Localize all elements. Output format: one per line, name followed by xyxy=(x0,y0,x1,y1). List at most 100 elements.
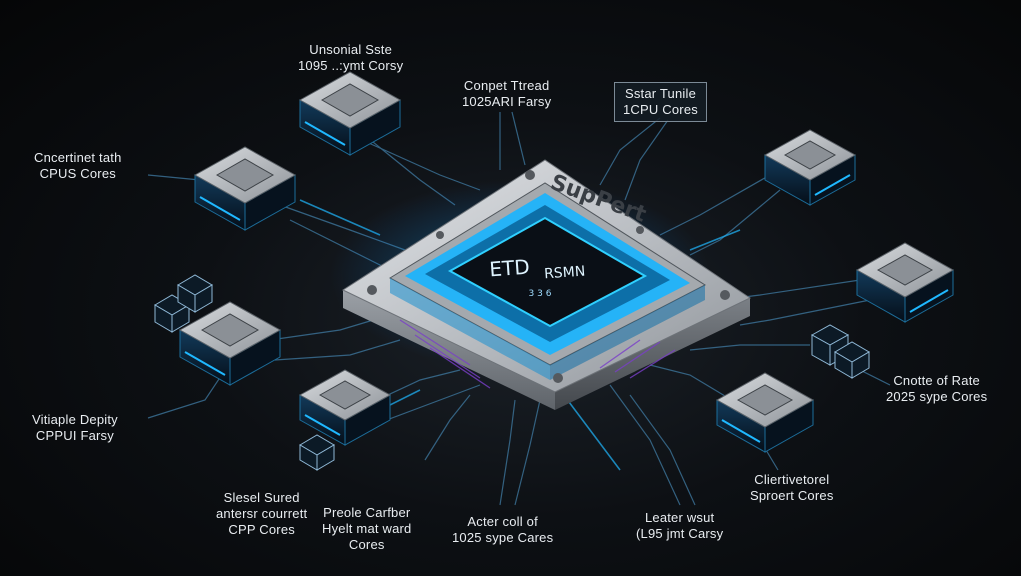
pin-trace xyxy=(629,349,676,379)
trace xyxy=(609,384,681,506)
label-line: Cliertivetorel xyxy=(754,472,830,487)
central-chip: SupPert ETD RSMN 3 3 6 xyxy=(330,159,752,410)
module-inset xyxy=(200,313,260,347)
label-line: Sproert Cores xyxy=(750,488,834,503)
label-top-center: Conpet Ttread 1025ARI Farsy xyxy=(462,78,551,110)
label-line: Cnotte of Rate xyxy=(893,373,980,388)
small-cube-left xyxy=(154,274,213,333)
label-line: 1095 ..:ymt Corsy xyxy=(298,58,404,73)
label-line: 1025 sype Cares xyxy=(452,530,554,545)
label-line: (L95 jmt Carsy xyxy=(636,526,724,541)
small-cube-bottom-left xyxy=(299,434,335,471)
screw xyxy=(436,231,444,239)
module-glow xyxy=(909,289,949,313)
label-line: 1025ARI Farsy xyxy=(462,94,552,109)
label-top-left: Unsonial Sste 1095 ..:ymt Corsy xyxy=(298,42,403,74)
chip-band-left xyxy=(390,278,550,380)
label-line: Cores xyxy=(348,537,385,552)
core-module-right-middle xyxy=(855,242,955,323)
label-right-upper: Cnotte of Rate 2025 sype Cores xyxy=(886,373,987,405)
screw xyxy=(720,290,730,300)
core-module-top-left xyxy=(298,71,402,156)
trace xyxy=(624,119,669,201)
core-module-left-upper xyxy=(193,146,297,231)
module-inset xyxy=(736,384,794,416)
cube-face xyxy=(171,304,190,333)
pin-trace xyxy=(429,347,491,389)
chip-plate-side-right xyxy=(555,298,750,410)
trace xyxy=(147,369,226,419)
label-bottom-center-left: Preole Carfber Hyelt mat ward Cores xyxy=(322,505,412,553)
label-left-lower: Vitiaple Depity CPPUI Farsy xyxy=(32,412,118,444)
small-cube-right xyxy=(810,324,870,379)
cube-face xyxy=(851,351,870,379)
label-bottom-right: Leater wsut (L95 jmt Carsy xyxy=(636,510,723,542)
module-inset xyxy=(320,83,380,117)
chip-die xyxy=(447,216,648,328)
core-module-left-lower xyxy=(178,301,282,386)
pin-trace xyxy=(414,334,481,379)
label-line: Hyelt mat ward xyxy=(322,521,412,536)
die-label: ETD xyxy=(489,255,531,282)
module-inset xyxy=(318,380,372,410)
trace xyxy=(511,111,526,166)
module-glow xyxy=(199,196,241,221)
label-line: Conpet Ttread xyxy=(463,78,550,93)
core-module-bottom-left xyxy=(298,369,392,446)
trace xyxy=(629,394,696,506)
module-inset xyxy=(876,254,934,286)
trace xyxy=(649,364,741,406)
trace xyxy=(599,117,661,186)
label-line: Cncertinet tath xyxy=(34,150,122,165)
label-line: antersr courrett xyxy=(216,506,308,521)
chip-plate-side-left xyxy=(343,290,555,410)
label-line: Leater wsut xyxy=(644,510,715,525)
chip-pins xyxy=(399,319,676,389)
label-line: CPP Cores xyxy=(228,522,295,537)
module-glow xyxy=(304,121,346,146)
trace xyxy=(361,139,481,191)
die-tiny-label: 3 3 6 xyxy=(529,289,552,299)
label-left-upper: Cncertinet tath CPUS Cores xyxy=(34,150,122,182)
label-line: Sstar Tunile xyxy=(624,86,696,101)
module-glow xyxy=(304,414,341,436)
pin-trace xyxy=(599,339,641,369)
label-line: CPUS Cores xyxy=(39,166,116,181)
label-line: CPPUI Farsy xyxy=(35,428,114,443)
core-module-right-lower xyxy=(715,372,815,453)
screw xyxy=(525,170,535,180)
label-line: Vitiaple Depity xyxy=(32,412,118,427)
trace xyxy=(559,389,621,471)
die-sublabel: RSMN xyxy=(544,264,586,283)
label-line: 1CPU Cores xyxy=(623,102,698,117)
module-glow xyxy=(814,174,851,196)
cube-face xyxy=(316,444,335,471)
label-top-right: Sstar Tunile 1CPU Cores xyxy=(614,82,707,122)
screw xyxy=(553,373,563,383)
trace xyxy=(739,299,871,326)
label-line: 2025 sype Cores xyxy=(886,389,988,404)
label-right-lower: Cliertivetorel Sproert Cores xyxy=(750,472,834,504)
module-glow xyxy=(184,351,226,376)
trace xyxy=(514,399,541,506)
chip-band-right xyxy=(550,285,705,380)
label-line: Preole Carfber xyxy=(323,505,411,520)
label-bottom-left: Slesel Sured antersr courrett CPP Cores xyxy=(216,490,307,538)
label-line: Unsonial Sste xyxy=(309,42,393,57)
screw xyxy=(367,285,377,295)
module-inset xyxy=(215,158,275,192)
cube-face xyxy=(194,284,213,313)
core-module-right-upper xyxy=(763,129,857,206)
label-line: Acter coll of xyxy=(467,514,538,529)
module-inset xyxy=(783,140,837,170)
pin-trace xyxy=(614,341,661,373)
screw xyxy=(636,226,644,234)
trace xyxy=(499,399,516,506)
label-bottom-center: Acter coll of 1025 sype Cares xyxy=(452,514,553,546)
pin-trace xyxy=(399,319,471,366)
trace xyxy=(689,344,810,351)
trace xyxy=(424,394,471,461)
module-glow xyxy=(721,419,761,443)
label-line: Slesel Sured xyxy=(223,490,300,505)
